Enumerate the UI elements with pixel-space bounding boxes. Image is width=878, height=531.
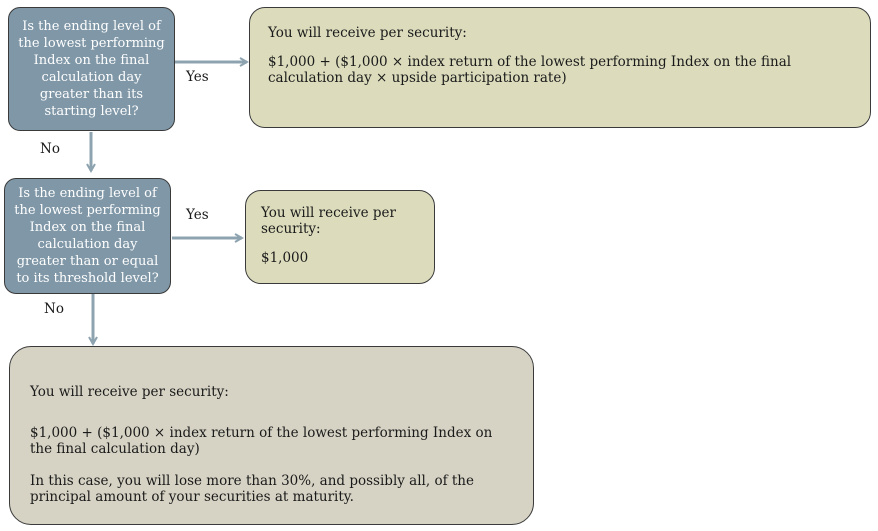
decision-box-2: Is the ending level of the lowest perfor…: [4, 178, 171, 294]
decision-2-yes-label: Yes: [186, 207, 209, 223]
decision-1-question: Is the ending level of the lowest perfor…: [18, 19, 165, 119]
decision-2-question: Is the ending level of the lowest perfor…: [14, 186, 161, 286]
outcome-1-formula: $1,000 + ($1,000 × index return of the l…: [268, 54, 792, 86]
decision-box-1: Is the ending level of the lowest perfor…: [8, 7, 175, 131]
outcome-3-heading: You will receive per security:: [30, 384, 229, 400]
outcome-1-heading: You will receive per security:: [268, 25, 467, 41]
outcome-box-1: You will receive per security: $1,000 + …: [249, 7, 871, 128]
outcome-3-formula: $1,000 + ($1,000 × index return of the l…: [30, 425, 493, 457]
decision-1-no-label: No: [40, 141, 60, 157]
outcome-box-2: You will receive per security: $1,000: [245, 190, 435, 284]
outcome-2-amount: $1,000: [261, 250, 309, 266]
outcome-box-3: You will receive per security: $1,000 + …: [9, 346, 534, 525]
decision-1-yes-label: Yes: [186, 69, 209, 85]
outcome-3-note: In this case, you will lose more than 30…: [30, 473, 474, 505]
outcome-2-heading: You will receive per security:: [261, 205, 396, 237]
decision-2-no-label: No: [44, 301, 64, 317]
